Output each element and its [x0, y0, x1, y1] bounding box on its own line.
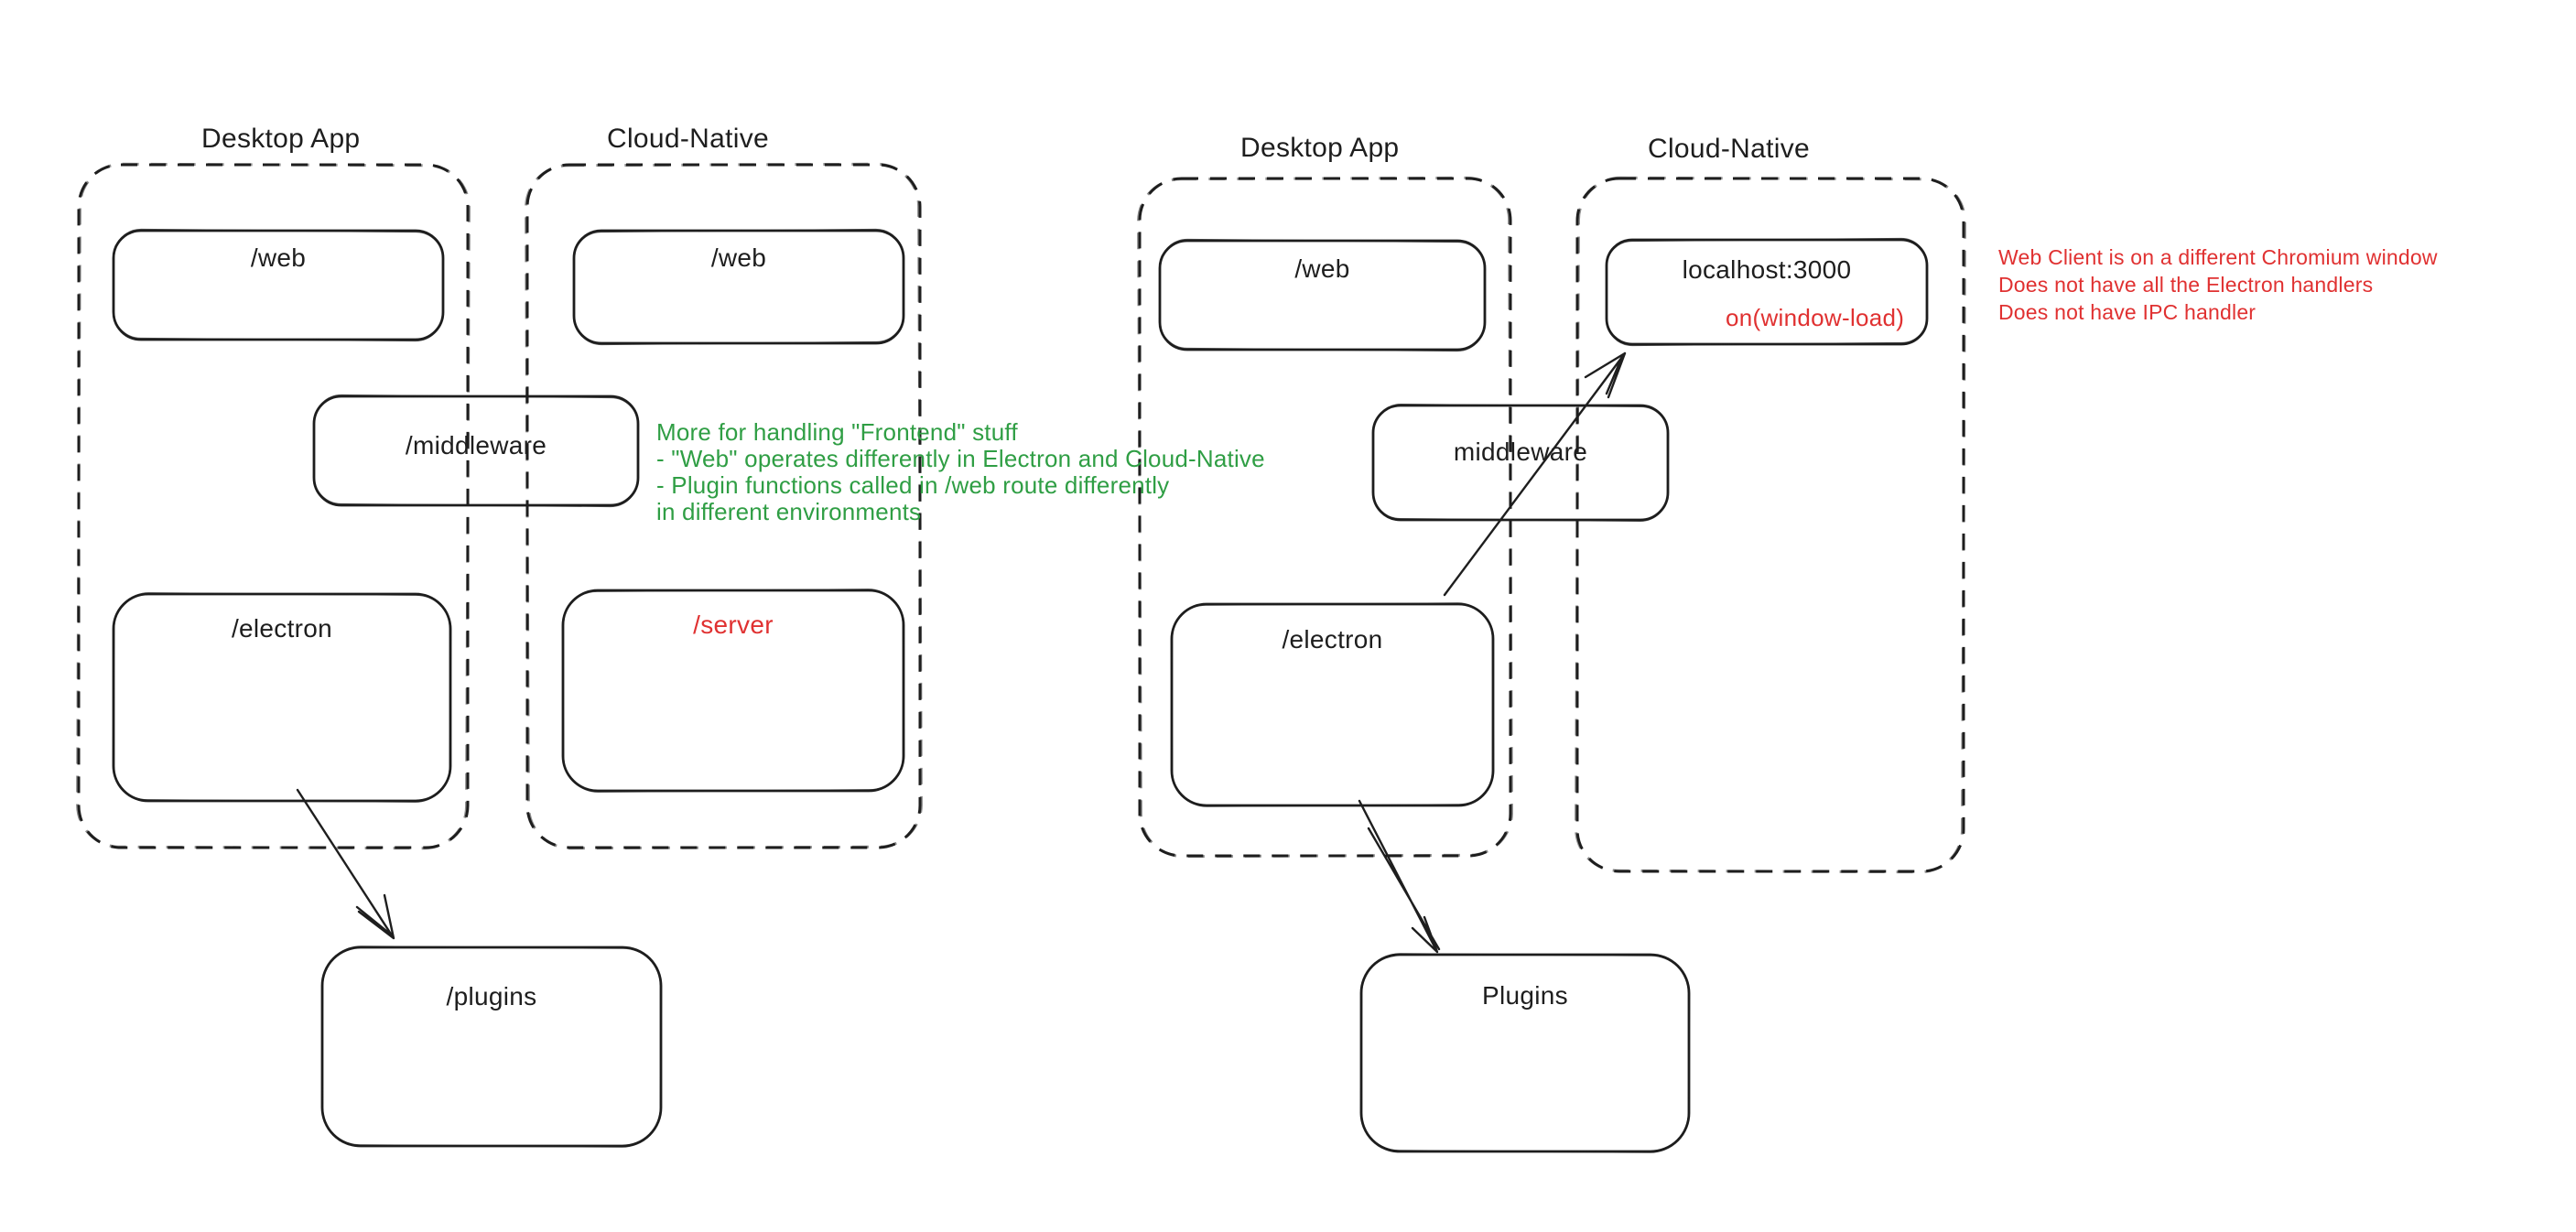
right-middleware-box-sketch — [1371, 404, 1670, 522]
right-desktop-app-header: Desktop App — [1240, 133, 1400, 163]
left-middleware-label: /middleware — [405, 431, 547, 459]
right-desktop-app-container-sketch — [1137, 176, 1513, 859]
right-plugins-box-sketch — [1359, 953, 1691, 1153]
left-web-desktop-label: /web — [250, 243, 307, 272]
green-note-line: - Plugin functions called in /web route … — [656, 471, 1170, 499]
right-electron-label: /electron — [1282, 625, 1383, 654]
left-cloud-native-header: Cloud-Native — [607, 124, 770, 154]
green-note: More for handling "Frontend" stuff - "We… — [656, 419, 1265, 525]
left-plugins-box — [320, 946, 663, 1148]
left-electron-label: /electron — [231, 614, 333, 643]
green-note-line: in different environments — [656, 498, 922, 525]
green-note-line: More for handling "Frontend" stuff — [656, 418, 1018, 446]
left-server-label: /server — [693, 611, 774, 639]
left-web-cloud-label: /web — [710, 243, 767, 272]
red-note-line: Does not have IPC handler — [1998, 300, 2257, 324]
green-note-line: - "Web" operates differently in Electron… — [656, 445, 1265, 472]
right-plugins-label: Plugins — [1482, 981, 1568, 1010]
right-arrow-electron-to-localhost — [1443, 351, 1627, 597]
right-window-load-label: on(window-load) — [1726, 304, 1905, 331]
red-note: Web Client is on a different Chromium wi… — [1998, 243, 2438, 326]
left-middleware-box-sketch — [312, 394, 640, 508]
left-desktop-app-header: Desktop App — [201, 124, 361, 154]
left-cloud-native-container-sketch — [525, 162, 923, 850]
red-note-line: Web Client is on a different Chromium wi… — [1998, 245, 2438, 269]
left-web-cloud-box-sketch — [572, 228, 905, 346]
left-electron-box-sketch — [112, 592, 452, 803]
left-web-desktop-box-sketch — [112, 228, 445, 342]
left-arrow-electron-to-plugins — [296, 788, 395, 940]
left-desktop-app-container-sketch — [76, 162, 471, 850]
left-plugins-box-sketch — [320, 946, 663, 1148]
right-cloud-native-container-sketch — [1575, 176, 1966, 874]
right-localhost-label: localhost:3000 — [1682, 255, 1852, 284]
left-plugins-label: /plugins — [446, 982, 537, 1010]
right-electron-box-sketch — [1170, 602, 1495, 807]
right-web-box-sketch — [1158, 238, 1487, 352]
right-middleware-label: middleware — [1453, 438, 1588, 466]
right-arrow-electron-to-plugins — [1358, 799, 1441, 954]
right-cloud-native-header: Cloud-Native — [1648, 134, 1811, 164]
red-note-line: Does not have all the Electron handlers — [1998, 273, 2374, 297]
left-server-box-sketch — [561, 589, 905, 793]
right-localhost-box-sketch — [1605, 237, 1929, 347]
right-web-label: /web — [1294, 254, 1350, 283]
